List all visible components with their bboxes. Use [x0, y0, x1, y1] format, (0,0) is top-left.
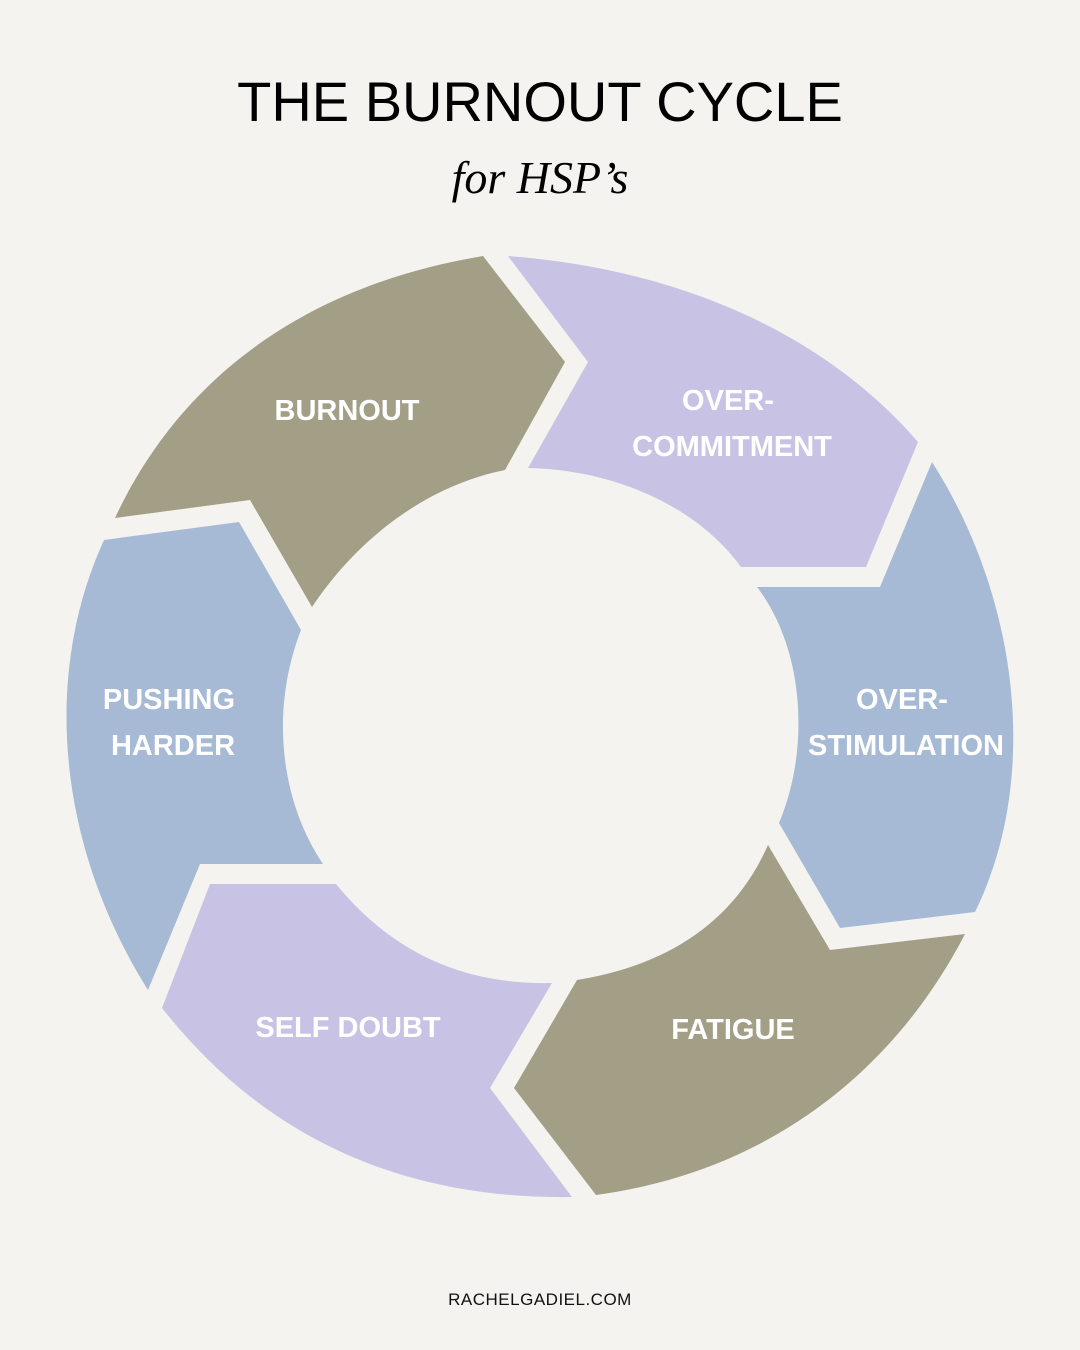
- segment-label-line: BURNOUT: [275, 395, 420, 427]
- segment-label-over-commitment: OVER- COMMITMENT: [632, 385, 832, 463]
- page-subtitle: for HSP’s: [451, 152, 629, 203]
- segment-label-line: FATIGUE: [671, 1014, 795, 1046]
- segment-label-line: OVER-: [682, 385, 774, 417]
- page-title: THE BURNOUT CYCLE: [237, 70, 843, 133]
- footer-website: RACHELGADIEL.COM: [448, 1290, 632, 1309]
- segment-label-line: PUSHING: [103, 684, 235, 716]
- segment-shape-pushing-harder: [66, 522, 324, 990]
- segment-shape-self-doubt: [162, 884, 572, 1198]
- segment-shape-over-commitment: [508, 256, 918, 567]
- segment-label-fatigue: FATIGUE: [671, 1014, 795, 1046]
- segment-label-burnout: BURNOUT: [275, 395, 420, 427]
- segment-label-pushing-harder: PUSHING HARDER: [103, 684, 243, 762]
- cycle-segment-burnout: BURNOUT: [115, 256, 565, 607]
- segment-shape-burnout: [115, 256, 565, 607]
- segment-label-line: STIMULATION: [808, 730, 1004, 762]
- segment-shape-fatigue: [514, 845, 965, 1195]
- cycle-segment-over-stimulation: OVER- STIMULATION: [757, 462, 1014, 928]
- cycle-segment-over-commitment: OVER- COMMITMENT: [508, 256, 918, 567]
- segment-label-over-stimulation: OVER- STIMULATION: [808, 684, 1004, 762]
- cycle-segment-fatigue: FATIGUE: [514, 845, 965, 1195]
- cycle-segment-self-doubt: SELF DOUBT: [162, 884, 572, 1198]
- segment-shape-over-stimulation: [757, 462, 1014, 928]
- segment-label-line: OVER-: [856, 684, 948, 716]
- segment-label-line: SELF DOUBT: [255, 1012, 441, 1044]
- segment-label-line: HARDER: [111, 730, 235, 762]
- segment-label-line: COMMITMENT: [632, 431, 832, 463]
- cycle-segment-pushing-harder: PUSHING HARDER: [66, 522, 324, 990]
- segment-label-self-doubt: SELF DOUBT: [255, 1012, 441, 1044]
